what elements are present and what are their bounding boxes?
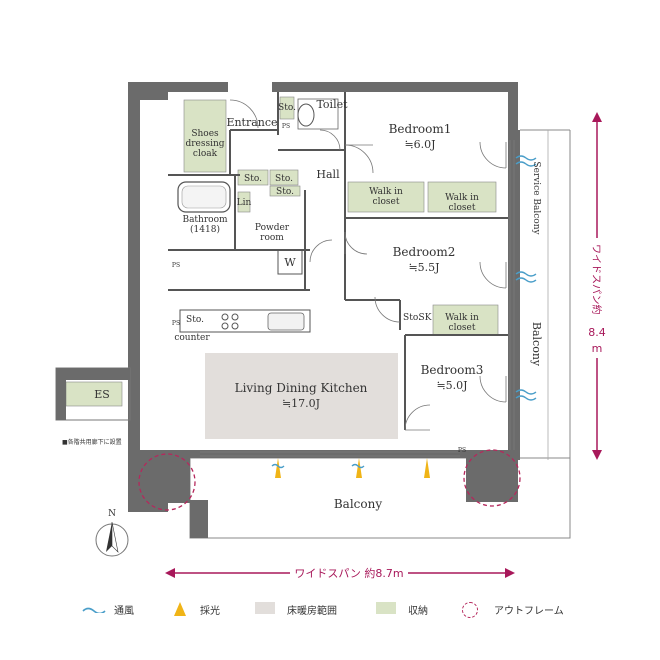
label-walkin2-2: closet — [449, 203, 476, 213]
wind-icon — [82, 602, 106, 616]
label-sk: SK — [419, 313, 432, 323]
label-es: ES — [94, 388, 110, 401]
interior-walls — [168, 92, 508, 430]
label-bedroom1-size: ≒6.0J — [404, 138, 435, 151]
legend-light-label: 採光 — [200, 605, 220, 617]
label-sto-b: Sto. — [275, 174, 293, 184]
doors — [229, 99, 507, 431]
wind-markers — [271, 155, 537, 469]
label-ldk: Living Dining Kitchen — [235, 381, 368, 395]
bathtub — [177, 181, 231, 213]
label-compass-n: N — [108, 509, 116, 519]
label-shoes-2: dressing — [185, 139, 224, 149]
legend-wind: 通風 — [82, 598, 134, 620]
legend-storage: 収納 — [376, 598, 428, 620]
label-lin: Lin — [237, 198, 252, 208]
label-ps-2: PS — [172, 262, 180, 269]
label-shoes-1: Shoes — [191, 129, 219, 139]
height-dimension-3: m — [592, 342, 603, 355]
compass — [95, 521, 129, 557]
storage-areas — [65, 96, 499, 407]
label-walkin2-1: Walk in — [445, 193, 479, 203]
label-walkin1-2: closet — [373, 197, 400, 207]
label-shoes-3: cloak — [193, 149, 218, 159]
label-es-note: ■各階共用廊下に設置 — [62, 438, 122, 446]
label-balcony-right: Balcony — [530, 322, 543, 367]
label-sto-a: Sto. — [244, 174, 262, 184]
outframe-icon — [462, 602, 486, 618]
windows — [200, 140, 515, 457]
label-bedroom3: Bedroom3 — [421, 363, 484, 377]
label-hall: Hall — [316, 168, 340, 181]
light-icon — [168, 602, 192, 616]
legend-heating: 床暖房範囲 — [255, 598, 337, 620]
label-walkin3-1: Walk in — [445, 313, 479, 323]
label-entrance: Entrance — [226, 116, 277, 129]
label-bathroom-size: (1418) — [190, 224, 220, 235]
label-sto-c: Sto. — [276, 187, 294, 197]
legend-outframe: アウトフレーム — [462, 598, 564, 620]
outframe-right — [463, 449, 521, 507]
light-markers — [275, 458, 430, 478]
legend: 通風 採光 床暖房範囲 収納 アウトフレーム — [0, 598, 660, 622]
es-box — [55, 367, 131, 421]
legend-heating-label: 床暖房範囲 — [287, 605, 337, 617]
storage-swatch-icon — [376, 602, 400, 616]
sink — [267, 312, 305, 331]
legend-wind-label: 通風 — [114, 605, 134, 617]
label-counter: counter — [174, 333, 210, 343]
label-bedroom3-size: ≒5.0J — [436, 379, 467, 392]
floor-heating-area — [205, 353, 398, 439]
washer-box — [277, 249, 303, 275]
label-powder-2: room — [260, 233, 284, 243]
label-washer: W — [284, 256, 296, 269]
legend-storage-label: 収納 — [408, 605, 428, 617]
label-powder-1: Powder — [255, 223, 290, 233]
label-walkin3-2: closet — [449, 323, 476, 333]
legend-light: 採光 — [168, 598, 220, 620]
toilet-bowl — [297, 103, 315, 127]
outframe-left — [138, 453, 196, 511]
height-dimension-1: ワイドスパン約 — [590, 244, 603, 315]
label-balcony-bottom: Balcony — [334, 497, 382, 511]
label-ldk-size: ≒17.0J — [282, 397, 320, 410]
label-ps-3: PS — [282, 123, 290, 130]
label-bedroom1: Bedroom1 — [389, 122, 452, 136]
width-dimension: ワイドスパン 約8.7m — [294, 566, 403, 580]
label-bedroom2: Bedroom2 — [393, 245, 456, 259]
label-bathroom: Bathroom — [182, 215, 228, 225]
label-toilet: Toilet — [316, 98, 348, 111]
height-dimension-2: 8.4 — [588, 326, 606, 339]
label-service-balcony: Service Balcony — [531, 161, 541, 235]
label-ps-1: PS — [172, 320, 180, 327]
label-sto-toilet: Sto. — [278, 103, 296, 113]
label-sto-sk: Sto. — [403, 313, 421, 323]
label-walkin1-1: Walk in — [369, 187, 403, 197]
legend-outframe-label: アウトフレーム — [494, 605, 564, 617]
heating-swatch-icon — [255, 602, 279, 616]
label-ps-4: PS — [458, 447, 466, 454]
dimension-arrows — [165, 112, 602, 578]
label-sto-kitchen: Sto. — [186, 315, 204, 325]
label-bedroom2-size: ≒5.5J — [408, 261, 439, 274]
